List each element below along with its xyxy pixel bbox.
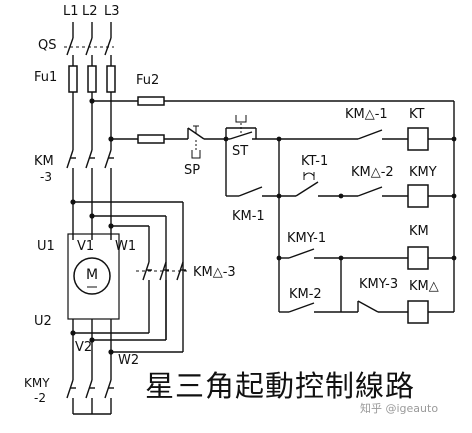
label-kmy3: KMY-3	[359, 277, 399, 292]
label-w1: W1	[115, 239, 137, 254]
label-kmy2-top: KMY	[24, 376, 50, 390]
coil-label-kt: KT	[409, 107, 425, 122]
label-v2: V2	[75, 340, 93, 355]
label-l2: L2	[82, 4, 98, 19]
diagram-title: 星三角起動控制線路	[145, 369, 416, 403]
kmy2-star-contacts	[66, 379, 114, 415]
qs-switch	[64, 37, 114, 66]
label-km3-bottom: -3	[40, 170, 52, 184]
label-qs: QS	[38, 38, 57, 53]
kmd3-contacts	[136, 261, 188, 340]
km3-main-contacts	[66, 149, 114, 240]
label-fu1: Fu1	[34, 70, 58, 85]
label-kmy2-bottom: -2	[34, 391, 46, 405]
label-st: ST	[232, 144, 249, 159]
motor-block	[67, 233, 120, 320]
label-u2: U2	[34, 314, 52, 329]
label-sp: SP	[184, 163, 201, 178]
watermark: 知乎 @igeauto	[360, 402, 439, 415]
label-kmd3: KM△-3	[193, 265, 236, 280]
coil-label-km: KM	[409, 224, 429, 239]
label-l1: L1	[63, 4, 79, 19]
coil-label-kmy: KMY	[409, 165, 437, 180]
label-l3: L3	[104, 4, 120, 19]
phase-lines	[72, 22, 112, 38]
label-fu2: Fu2	[136, 73, 160, 88]
winding-ends	[70, 319, 183, 380]
label-km1: KM-1	[232, 209, 265, 224]
label-v1: V1	[77, 239, 95, 254]
label-kmd2: KM△-2	[351, 165, 394, 180]
label-w2: W2	[118, 353, 140, 368]
label-kmd1: KM△-1	[345, 107, 388, 122]
coil-label-kmd: KM△	[409, 279, 439, 294]
fu1-fuses	[68, 65, 116, 150]
label-km2: KM-2	[289, 287, 322, 302]
label-kt1: KT-1	[301, 154, 329, 169]
label-kmy1: KMY-1	[287, 231, 327, 246]
label-km3-top: KM	[34, 154, 54, 169]
label-motor: M	[86, 267, 99, 283]
control-circuit	[187, 115, 457, 324]
control-taps	[89, 96, 455, 312]
label-u1: U1	[37, 239, 55, 254]
delta-feed	[70, 199, 184, 352]
